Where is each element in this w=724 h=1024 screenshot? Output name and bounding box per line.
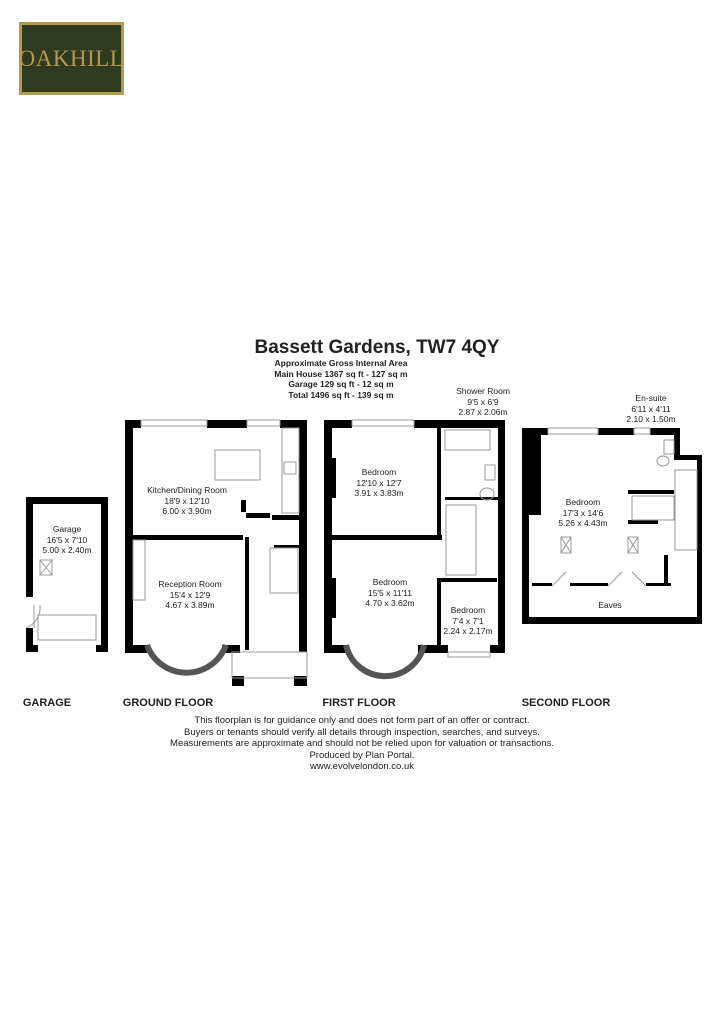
room-metric: 2.87 x 2.06m: [458, 407, 508, 417]
hob-icon: [283, 461, 297, 475]
room-name: En-suite: [635, 393, 667, 403]
room-imperial: 6'11 x 4'11: [631, 403, 671, 414]
room-imperial: 7'4 x 7'1: [452, 615, 484, 626]
room-name: Bedroom: [372, 577, 408, 587]
room-imperial: 15'5 x 11'11: [367, 587, 413, 598]
room-name: Reception Room: [158, 579, 222, 589]
room-imperial: 18'9 x 12'10: [164, 495, 210, 506]
area-summary: Approximate Gross Internal Area Main Hou…: [274, 358, 407, 400]
room-metric: 6.00 x 3.90m: [162, 506, 212, 516]
property-title: Bassett Gardens, TW7 4QY: [254, 337, 500, 358]
room-name: Garage: [52, 524, 82, 534]
room-name: Bedroom: [565, 497, 601, 507]
stairs-second: [674, 469, 698, 551]
fixtures: [25, 419, 698, 680]
room-imperial: 12'10 x 12'7: [356, 477, 402, 488]
area-main-house: Main House 1367 sq ft - 127 sq m: [274, 368, 408, 379]
room-imperial: 9'5 x 6'9: [467, 396, 499, 407]
producer-credit: Produced by Plan Portal.: [309, 749, 415, 761]
room-name: Kitchen/Dining Room: [147, 485, 227, 495]
room-name: Bedroom: [450, 605, 486, 615]
disclaimer-line: This floorplan is for guidance only and …: [194, 715, 530, 726]
room-metric: 4.70 x 3.62m: [365, 598, 415, 608]
room-metric: 2.24 x 2.17m: [443, 626, 493, 636]
disclaimer: This floorplan is for guidance only and …: [170, 715, 554, 773]
disclaimer-line: Buyers or tenants should verify all deta…: [184, 726, 540, 738]
room-imperial: 17'3 x 14'6: [562, 507, 604, 518]
website-link[interactable]: www.evolvelondon.co.uk: [309, 761, 415, 772]
floor-label-ground: GROUND FLOOR: [122, 697, 214, 709]
bath: [631, 495, 675, 521]
room-label-eaves: Eaves: [598, 600, 622, 610]
stairs-ground: [269, 547, 299, 594]
room-metric: 2.10 x 1.50m: [626, 414, 676, 424]
room-name: Shower Room: [456, 386, 510, 396]
first-floor-plan: [324, 420, 505, 653]
area-total: Total 1496 sq ft - 139 sq m: [288, 389, 394, 400]
basin: [484, 464, 496, 481]
oakhill-logo: OAKHILL: [19, 22, 124, 95]
garage-plan: [26, 497, 108, 652]
room-metric: 3.91 x 3.83m: [354, 488, 404, 498]
kitchen-island: [214, 449, 261, 481]
room-metric: 4.67 x 3.89m: [165, 600, 215, 610]
ground-floor-plan: [125, 420, 307, 686]
second-floor-plan: [522, 428, 702, 624]
walls: [26, 420, 702, 686]
room-name: Bedroom: [361, 467, 397, 477]
area-heading: Approximate Gross Internal Area: [274, 358, 408, 368]
stairs-first: [445, 504, 477, 576]
toilet: [479, 487, 495, 501]
floor-label-garage: GARAGE: [22, 697, 72, 709]
room-imperial: 16'5 x 7'10: [46, 534, 88, 545]
room-metric: 5.26 x 4.43m: [558, 518, 608, 528]
shower-tray: [444, 429, 491, 451]
disclaimer-line: Measurements are approximate and should …: [170, 738, 554, 749]
floor-label-second: SECOND FLOOR: [521, 697, 611, 709]
room-imperial: 15'4 x 12'9: [169, 589, 211, 600]
area-garage: Garage 129 sq ft - 12 sq m: [288, 379, 394, 389]
room-metric: 5.00 x 2.40m: [42, 545, 92, 555]
floor-label-first: FIRST FLOOR: [322, 697, 396, 709]
